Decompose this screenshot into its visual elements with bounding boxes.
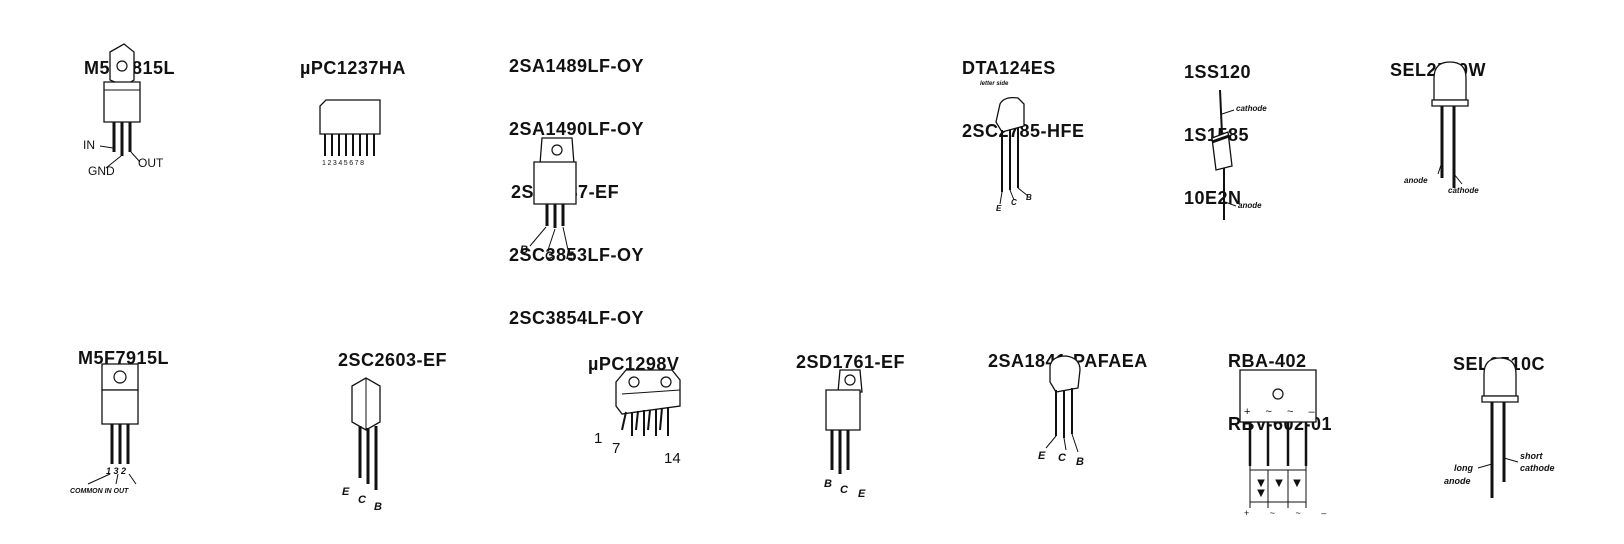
transistor-2sa1841-drawing [1042, 352, 1092, 462]
pin-label-cathode-sel2510c: cathode [1520, 463, 1555, 473]
pin-label-out: OUT [138, 156, 164, 170]
part-title-upc1298v: µPC1298V [588, 354, 680, 374]
pin-label-anode-sel2510w: anode [1404, 176, 1428, 185]
part-title-dta124es: DTA124ES 2SC2785-HFE [962, 58, 1085, 141]
ic-upc1298v-drawing [612, 366, 688, 446]
pin-label-b-dta124es: B [1026, 193, 1032, 202]
pin-label-e-2sa1489: E [566, 250, 574, 262]
pin-label-gnd: GND [88, 164, 115, 178]
led-sel2510w-drawing [1424, 58, 1474, 198]
pin-label-14-upc1298v: 14 [664, 450, 681, 467]
pin-label-c-2sd1761: C [840, 484, 848, 496]
pin-label-e-dta124es: E [996, 204, 1002, 213]
regulator-m5f7815l-drawing [96, 40, 166, 180]
part-title-m5f7915l: M5F7915L [78, 348, 170, 368]
terminal-signs-body-rba402: + ~ ~ – [1244, 406, 1321, 418]
pin-label-anode-1ss120: anode [1238, 201, 1262, 210]
pin-label-c-2sc2603: C [358, 494, 366, 506]
pin-label-c-dta124es: C [1011, 198, 1017, 207]
transistor-2sc2603-drawing [344, 374, 394, 504]
transistor-2sa1489-drawing [528, 134, 588, 244]
label-letter-side: letter side [980, 81, 1009, 87]
led-sel2510c-drawing [1474, 352, 1524, 502]
pin-label-b-2sa1841: B [1076, 456, 1084, 468]
pin-label-1-upc1298v: 1 [594, 430, 603, 447]
pin-label-e-2sc2603: E [342, 486, 350, 498]
pin-label-b-2sc2603: B [374, 501, 382, 513]
pin-numbers-m5f7915l: 1 3 2 [106, 466, 127, 476]
transistor-2sd1761-drawing [820, 366, 880, 486]
diode-1ss120-drawing [1200, 88, 1270, 224]
pin-label-7-upc1298v: 7 [612, 440, 621, 457]
part-title-2sd1761: 2SD1761-EF [796, 352, 906, 372]
pin-functions-m5f7915l: COMMON IN OUT [70, 488, 129, 495]
pin-label-cathode-1ss120: cathode [1236, 104, 1267, 113]
part-title-upc1237ha: µPC1237HA [300, 58, 406, 78]
pin-label-e-2sd1761: E [858, 488, 866, 500]
pin-label-short-sel2510c: short [1520, 451, 1543, 461]
pin-label-c-2sa1489: C [545, 250, 553, 262]
pin-label-in: IN [83, 138, 95, 152]
transistor-dta124es-drawing [992, 92, 1042, 212]
bridge-rectifier-rba402-drawing [1236, 366, 1326, 516]
pin-label-long-sel2510c: long [1454, 463, 1473, 473]
ic-upc1237ha-drawing [316, 96, 386, 162]
pin-numbers-upc1237ha: 1 2 3 4 5 6 7 8 [322, 160, 364, 167]
pin-label-e-2sa1841: E [1038, 450, 1046, 462]
pin-label-b-2sd1761: B [824, 478, 832, 490]
pin-label-c-2sa1841: C [1058, 452, 1066, 464]
pin-label-cathode-sel2510w: cathode [1448, 186, 1479, 195]
part-title-2sc2603: 2SC2603-EF [338, 350, 448, 370]
pin-label-anode-sel2510c: anode [1444, 476, 1471, 486]
pin-label-b-2sa1489: B [520, 244, 528, 256]
regulator-m5f7915l-drawing [96, 360, 156, 480]
terminal-signs-schematic-rba402: + ~ ~ – [1244, 508, 1336, 518]
